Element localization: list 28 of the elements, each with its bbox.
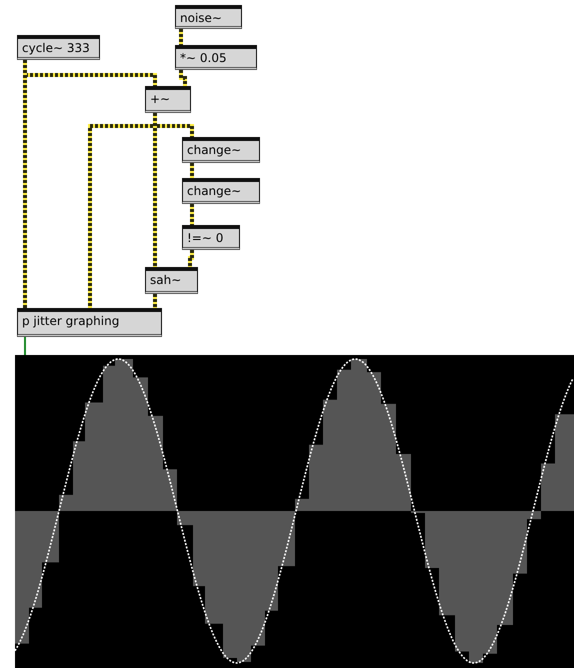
- picture: [15, 355, 574, 668]
- patch-cord: [179, 29, 183, 45]
- patch-cord: [190, 204, 194, 225]
- object-box: [182, 225, 240, 250]
- object-label: !=~ 0: [187, 231, 224, 245]
- object-box: [175, 5, 242, 29]
- object-box: [145, 86, 191, 113]
- object-box: [17, 35, 100, 60]
- object-box: [182, 178, 260, 204]
- object-box: [175, 45, 257, 70]
- patch-cord: [153, 294, 157, 308]
- patch-cord: [179, 70, 187, 86]
- object-label: change~: [187, 143, 242, 157]
- object-label: *~ 0.05: [180, 51, 227, 65]
- patch-cord: [23, 60, 27, 308]
- object-box: [182, 137, 260, 163]
- patch-cord: [24, 337, 26, 355]
- object-box: [17, 308, 162, 337]
- object-label: +~: [150, 92, 170, 106]
- object-label: cycle~ 333: [22, 41, 90, 55]
- object-label: change~: [187, 184, 242, 198]
- patch-cord: [190, 163, 194, 178]
- object-box: [145, 267, 198, 294]
- object-label: sah~: [150, 273, 182, 287]
- object-label: p jitter graphing: [22, 314, 120, 328]
- patch-cord: [88, 113, 157, 308]
- object-label: noise~: [180, 11, 222, 25]
- patch-cord: [188, 250, 194, 267]
